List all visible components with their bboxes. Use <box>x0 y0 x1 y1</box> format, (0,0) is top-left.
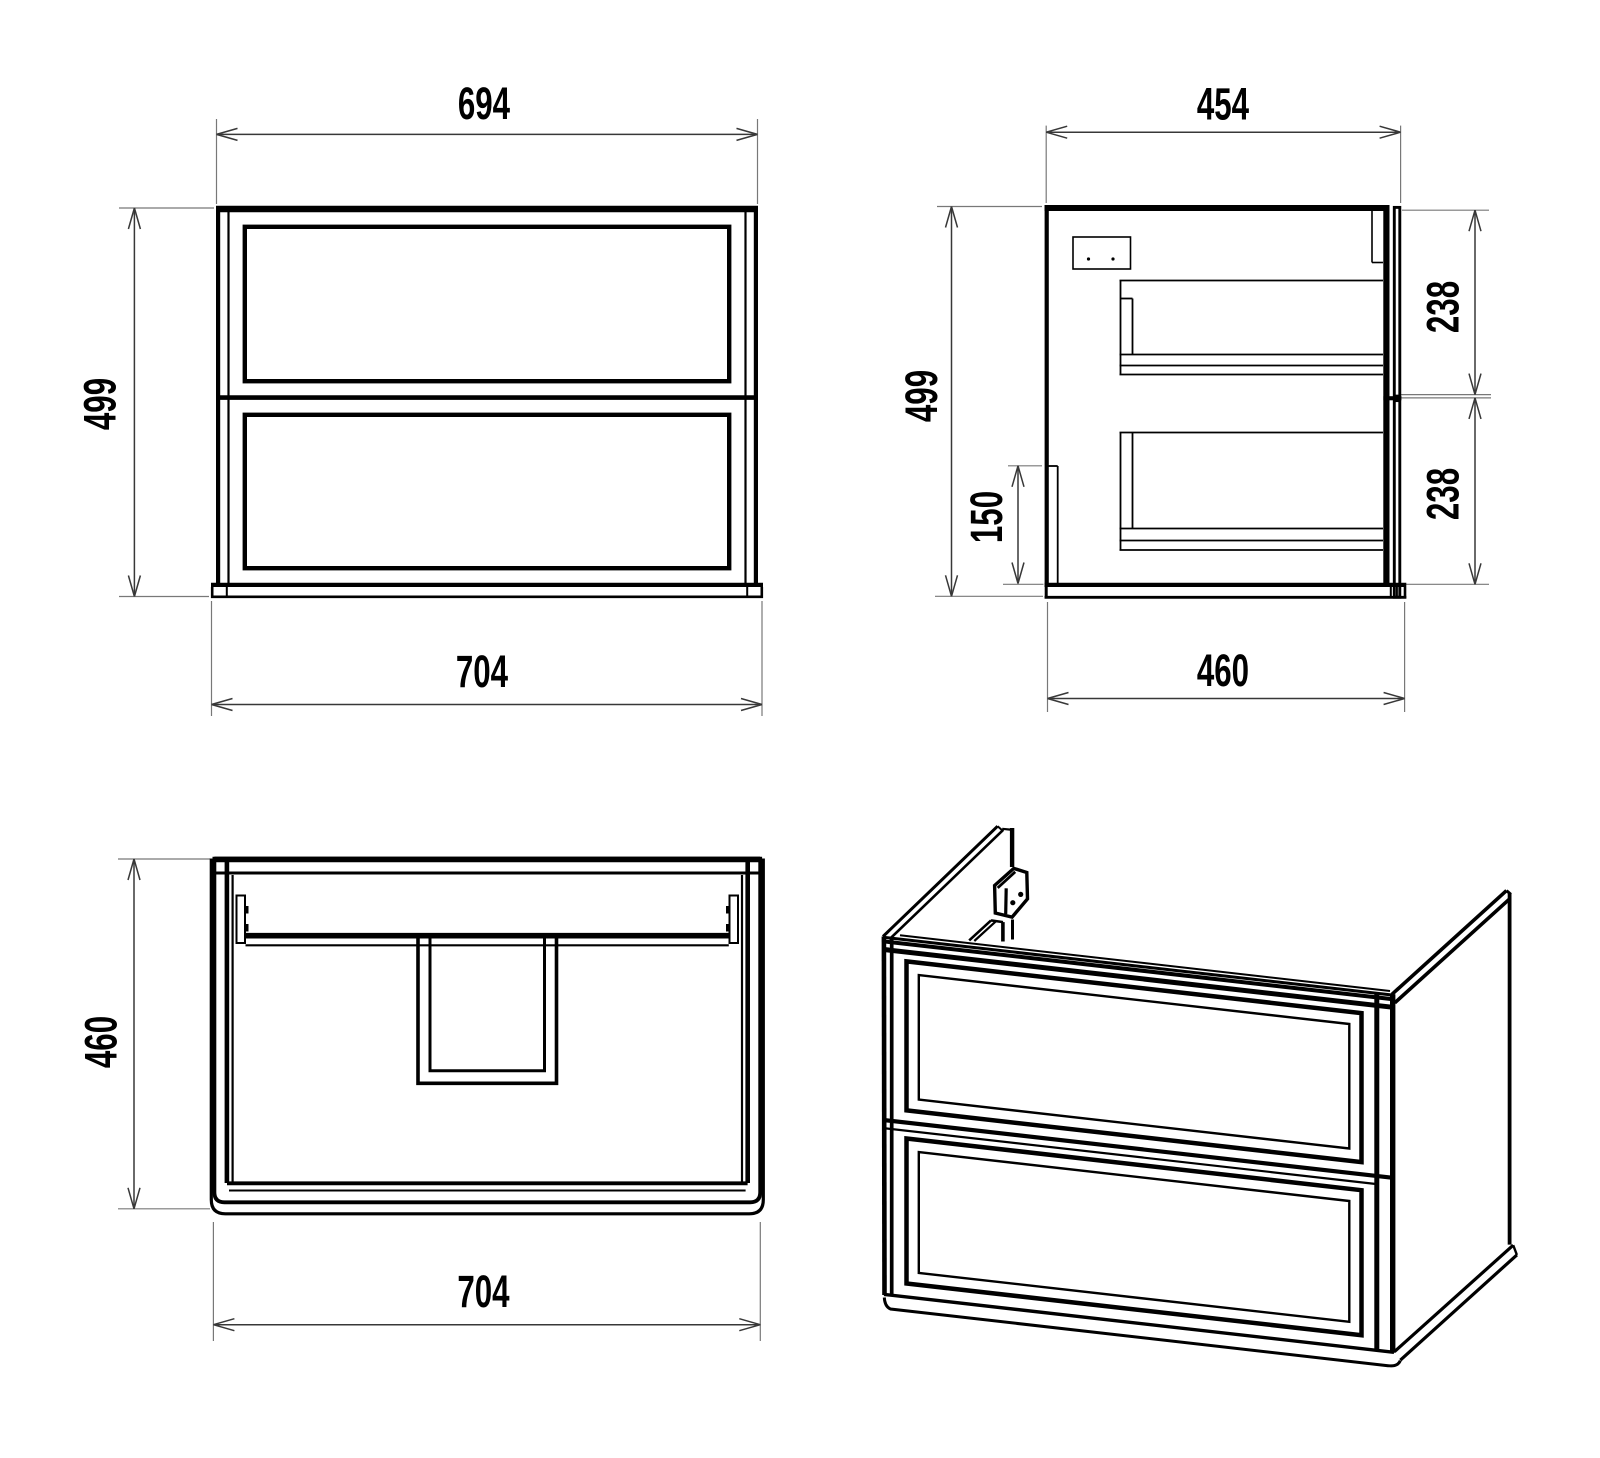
svg-text:460: 460 <box>1197 645 1249 696</box>
svg-text:704: 704 <box>456 646 508 697</box>
svg-text:704: 704 <box>457 1266 509 1317</box>
svg-text:499: 499 <box>75 378 126 430</box>
svg-text:238: 238 <box>1418 468 1469 520</box>
svg-text:150: 150 <box>961 491 1012 543</box>
svg-text:238: 238 <box>1418 281 1469 333</box>
svg-text:460: 460 <box>76 1016 127 1068</box>
svg-text:499: 499 <box>896 370 947 422</box>
svg-text:694: 694 <box>458 78 510 129</box>
svg-text:454: 454 <box>1197 79 1249 130</box>
